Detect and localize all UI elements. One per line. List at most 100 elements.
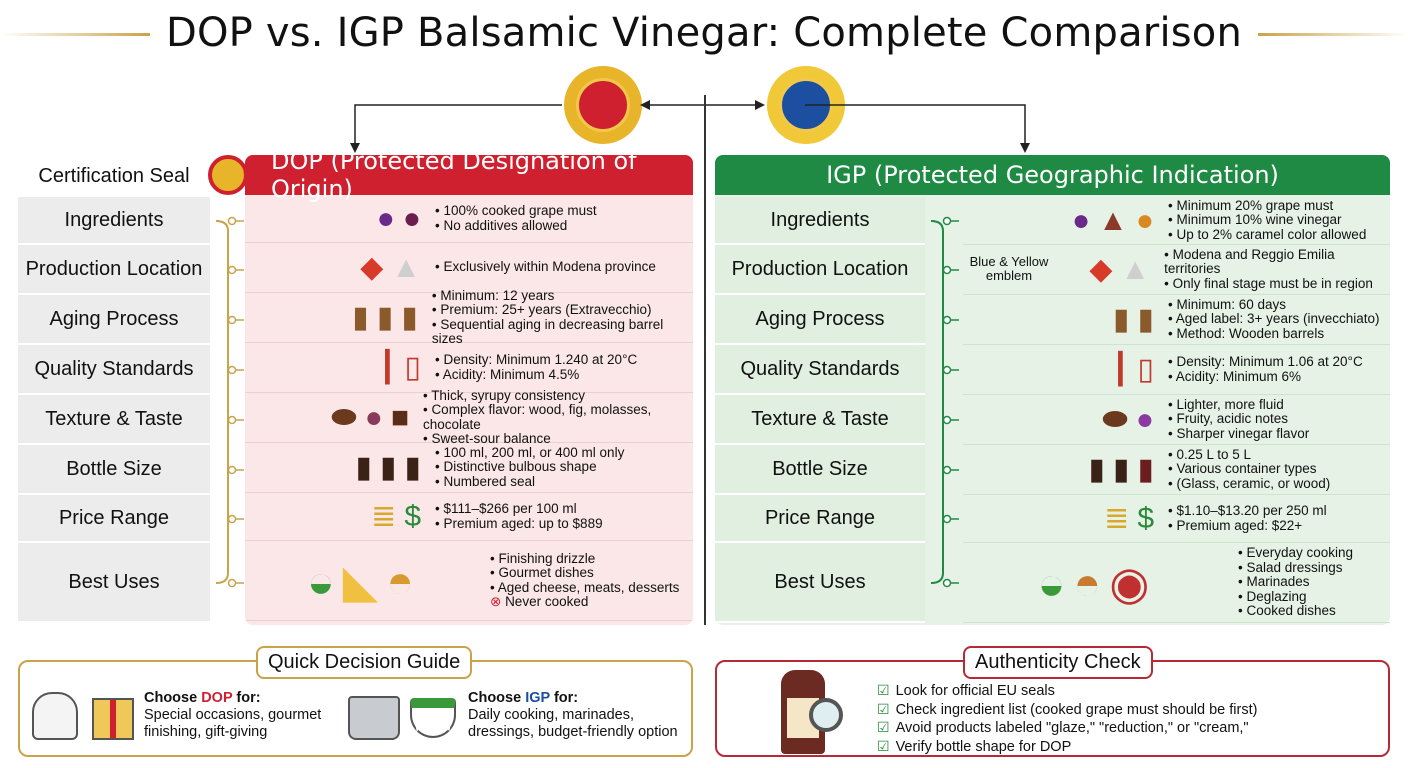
bullet-text: Up to 2% caramel color allowed: [1168, 227, 1366, 243]
guide-dop-text: Special occasions, gourmet finishing, gi…: [144, 707, 322, 740]
checkbox-checked-icon: ☑: [877, 719, 890, 735]
page-title: DOP vs. IGP Balsamic Vinegar: Complete C…: [165, 10, 1243, 56]
bullet-text: Complex flavor: wood, fig, molasses, cho…: [423, 402, 693, 432]
coins-icon: ≣: [1104, 502, 1130, 535]
row-label: Ingredients: [715, 197, 925, 245]
chocolate-icon: ■: [390, 400, 409, 434]
bullet-text: Cooked dishes: [1238, 604, 1353, 619]
guide-dop-prefix: Choose: [144, 690, 202, 706]
row-label: Production Location: [18, 245, 210, 295]
auth-check-item: ☑ Look for official EU seals: [877, 682, 1257, 701]
grapes-icon: ●: [1072, 203, 1091, 237]
center-divider: [704, 95, 706, 625]
bullet-text: Method: Wooden barrels: [1168, 326, 1379, 342]
guide-dop-word: DOP: [201, 690, 233, 706]
auth-check-item: ☑Check ingredient list (cooked grape mus…: [877, 701, 1257, 720]
auth-item-text: Verify bottle shape for DOP: [895, 738, 1072, 755]
igp-header: IGP (Protected Geographic Indication): [715, 155, 1390, 195]
bullet-text: Everyday cooking: [1238, 546, 1353, 561]
row-label: Ingredients: [18, 197, 210, 245]
checkbox-checked-icon: ☑: [877, 682, 890, 698]
row-label: Best Uses: [18, 543, 210, 623]
barrel-icon: ▮: [376, 301, 394, 334]
checkbox-checked-icon: ☑: [877, 737, 890, 754]
dop-row: ◆▲ Exclusively within Modena province: [245, 243, 693, 293]
bullet-text: Minimum 10% wine vinegar: [1168, 213, 1366, 228]
title-divider-right: [1258, 33, 1408, 36]
bottle-icon: ▮: [355, 451, 372, 484]
guide-igp-suffix: for:: [549, 690, 579, 706]
auth-item-text: Look for official EU seals: [895, 683, 1055, 699]
igp-row: ≣$$1.10–$13.20 per 250 mlPremium aged: $…: [963, 495, 1390, 543]
pot-icon: [348, 696, 400, 740]
salad-icon: ◒: [307, 554, 335, 607]
row-label: Quality Standards: [715, 345, 925, 395]
dop-row: ▮▮▮Minimum: 12 yearsPremium: 25+ years (…: [245, 288, 693, 346]
title-divider-left: [0, 33, 150, 36]
bullet-text: Numbered seal: [435, 474, 624, 490]
dop-panel: DOP (Protected Designation of Origin) ●●…: [245, 155, 693, 625]
igp-row: ●▲●Minimum 20% grape mustMinimum 10% win…: [963, 197, 1390, 245]
bullet-text: Acidity: Minimum 4.5%: [435, 367, 637, 383]
bullet-text: Fruity, acidic notes: [1168, 412, 1309, 427]
bullet-text: Minimum: 60 days: [1168, 297, 1379, 313]
roast-chicken-icon: ◓: [1073, 556, 1102, 609]
guide-dop-suffix: for:: [232, 690, 261, 706]
bullet-text: 100% cooked grape must: [435, 203, 596, 219]
dollar-icon: $: [1137, 501, 1154, 535]
dop-row: ⬬●■Thick, syrupy consistencyComplex flav…: [245, 388, 693, 446]
dop-row: ◒◣◓Finishing drizzleGourmet dishesAged c…: [245, 541, 693, 621]
bullet-text: Acidity: Minimum 6%: [1168, 369, 1363, 385]
row-label: Bottle Size: [715, 445, 925, 495]
auth-check-item: ☑ Avoid products labeled "glaze," "reduct…: [877, 719, 1257, 738]
italy-map-icon: ▲: [391, 250, 421, 284]
guide-title: Quick Decision Guide: [256, 646, 473, 679]
grapes-icon: ●: [376, 201, 395, 235]
chef-hat-icon: [32, 692, 78, 740]
vinegar-cruet-icon: ▲: [1098, 203, 1128, 237]
bullet-text: Sequential aging in decreasing barrel si…: [432, 317, 693, 347]
bottle-icon: ▮: [1088, 453, 1105, 486]
bullet-text: Premium aged: up to $889: [435, 516, 602, 532]
bullet-text: Sweet-sour balance: [423, 431, 693, 447]
igp-row: ◒◓◉Everyday cookingSalad dressingsMarina…: [963, 543, 1390, 623]
dop-header: DOP (Protected Designation of Origin): [245, 155, 693, 203]
test-tube-icon: ▯: [404, 351, 421, 384]
quick-decision-guide: Quick Decision Guide Choose DOP for: Spe…: [18, 646, 693, 757]
bottle-icon: ▮: [404, 451, 421, 484]
bullet-text: No additives allowed: [435, 218, 597, 234]
bullet-text: Minimum: 12 years: [432, 288, 693, 304]
italy-map-icon: ▲: [1120, 252, 1151, 286]
bullet-text: Density: Minimum 1.06 at 20°C: [1168, 354, 1362, 370]
igp-row: ▮▮▮0.25 L to 5 LVarious container types(…: [963, 445, 1390, 495]
bullet-text: $111–$266 per 100 ml: [435, 501, 603, 517]
frying-pan-icon: ◉: [1109, 556, 1150, 609]
bullet-text: Only final stage must be in region: [1164, 276, 1390, 292]
dop-row: ┃▯Density: Minimum 1.240 at 20°CAcidity:…: [245, 343, 693, 393]
igp-row: ⬬●Lighter, more fluidFruity, acidic note…: [963, 395, 1390, 445]
bullet-text: Deglazing: [1238, 589, 1353, 605]
coins-icon: ≣: [371, 500, 397, 533]
salad-icon: ◒: [1037, 556, 1066, 609]
bullet-text: Thick, syrupy consistency: [423, 388, 693, 404]
guide-igp-text: Daily cooking, marinades, dressings, bud…: [468, 707, 678, 740]
row-label: Bottle Size: [18, 445, 210, 495]
bullet-text: Exclusively within Modena province: [435, 260, 655, 275]
bullet-text: Premium aged: $22+: [1168, 518, 1327, 534]
bullet-text: Gourmet dishes: [490, 565, 679, 581]
igp-emblem-note: Blue & Yellow emblem: [969, 254, 1049, 283]
never-cooked-note: Never cooked: [490, 594, 679, 610]
berries-icon: ●: [1135, 402, 1154, 436]
map-pin-icon: ◆: [360, 251, 384, 284]
salad-bowl-icon: [410, 698, 456, 738]
cert-seal-label: Certification Seal: [38, 165, 190, 187]
auth-item-text: Avoid products labeled "glaze," "reducti…: [895, 720, 1249, 736]
bullet-text: Modena and Reggio Emilia territories: [1164, 247, 1390, 277]
magnifier-icon: [809, 698, 843, 732]
bullet-text: Premium: 25+ years (Extravecchio): [432, 302, 693, 318]
row-label: Best Uses: [715, 543, 925, 623]
caramel-drop-icon: ●: [1135, 203, 1154, 237]
row-label: Price Range: [715, 495, 925, 543]
spoon-icon: ⬬: [1102, 402, 1128, 436]
